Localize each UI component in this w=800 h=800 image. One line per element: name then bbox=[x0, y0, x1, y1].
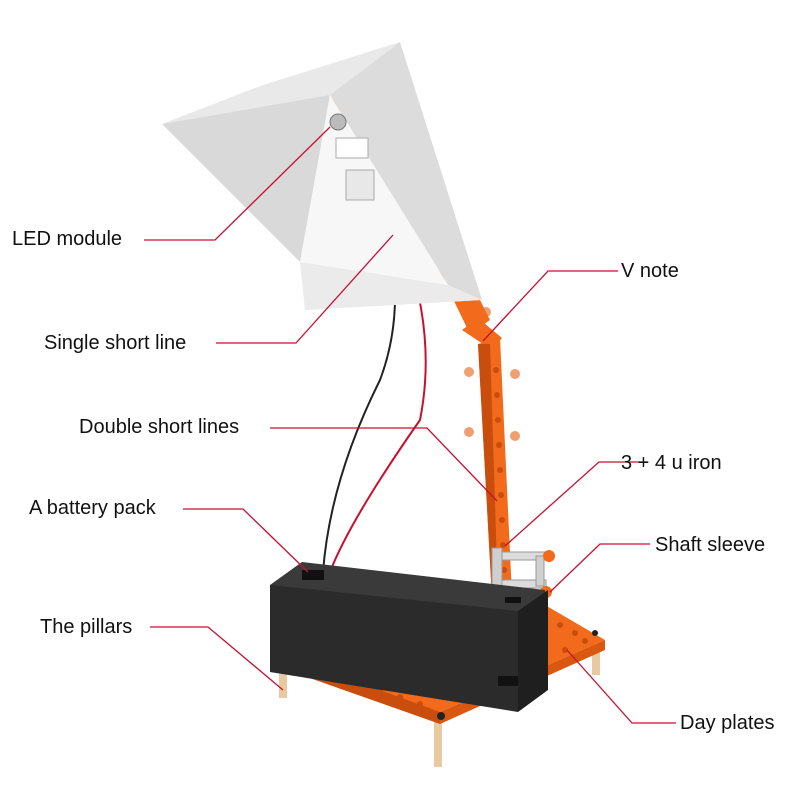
lamp-shade bbox=[162, 42, 482, 310]
pillar-left bbox=[279, 666, 287, 698]
label-day-plates: Day plates bbox=[680, 712, 775, 734]
label-double-short-lines: Double short lines bbox=[79, 416, 240, 438]
battery-pack bbox=[270, 562, 548, 712]
leader-double-short-lines bbox=[270, 427, 498, 502]
pillar-front bbox=[434, 715, 442, 767]
label-u-iron: 3 + 4 u iron bbox=[621, 452, 722, 474]
label-battery-pack: A battery pack bbox=[29, 497, 156, 519]
leader-lines bbox=[144, 126, 676, 724]
pillar-right bbox=[592, 645, 600, 675]
label-shaft-sleeve: Shaft sleeve bbox=[655, 534, 766, 556]
leader-shaft-sleeve bbox=[549, 543, 650, 593]
u-iron-bracket bbox=[491, 547, 555, 598]
leader-day-plates bbox=[566, 649, 676, 724]
leader-battery-pack bbox=[183, 508, 309, 573]
label-pillars: The pillars bbox=[40, 616, 133, 638]
leader-u-iron bbox=[504, 461, 648, 547]
shaft-sleeve-top bbox=[543, 550, 555, 562]
led-module bbox=[335, 137, 369, 159]
label-led-module: LED module bbox=[12, 228, 123, 250]
leader-pillars bbox=[150, 626, 284, 691]
leader-led-module bbox=[144, 126, 331, 241]
leader-v-note bbox=[482, 270, 618, 342]
label-v-note: V note bbox=[621, 260, 679, 282]
leader-single-short-line bbox=[216, 234, 394, 344]
label-single-short-line: Single short line bbox=[44, 332, 187, 354]
